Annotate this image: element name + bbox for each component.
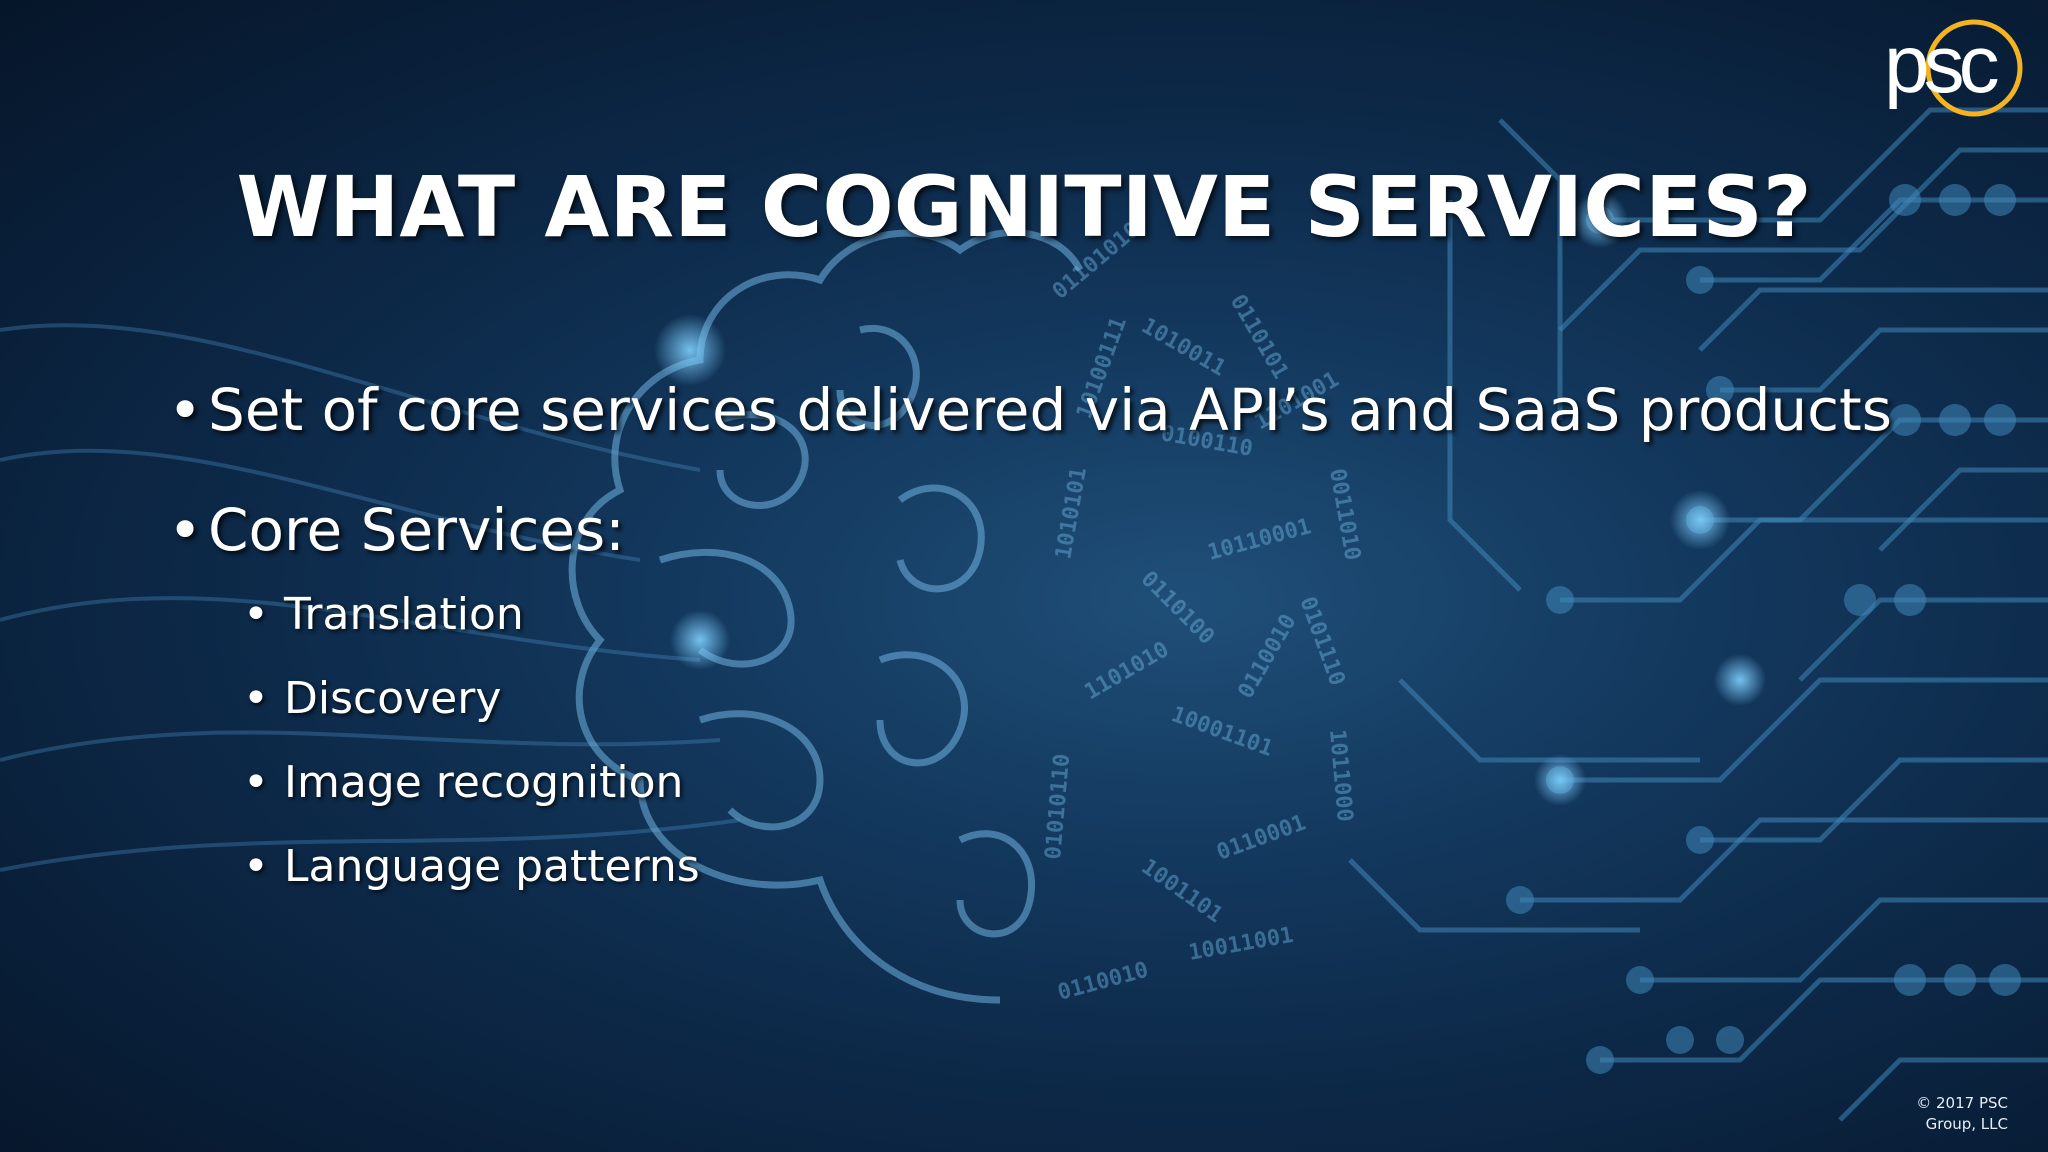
bullet-text: Set of core services delivered via API’s… (208, 376, 1893, 444)
sub-bullet-dot: • (243, 589, 269, 640)
sub-bullet-dot: • (243, 841, 269, 892)
copyright-line: Group, LLC (1925, 1115, 2008, 1133)
copyright-notice: © 2017 PSC Group, LLC (1888, 1093, 2008, 1135)
psc-logo: psc (1884, 19, 2023, 117)
logo-ring (1925, 19, 2023, 117)
bullet-list: • Set of core services delivered via API… (168, 375, 1968, 923)
sub-bullet-text: Language patterns (284, 841, 700, 892)
sub-bullet-item: • Discovery (168, 671, 1968, 727)
svg-text:10011001: 10011001 (1187, 923, 1296, 966)
brain-outline (568, 229, 1084, 1004)
sub-bullet-text: Translation (284, 589, 524, 640)
sub-bullet-item: • Language patterns (168, 839, 1968, 895)
sub-bullet-item: • Image recognition (168, 755, 1968, 811)
sub-bullet-dot: • (243, 757, 269, 808)
sub-bullet-text: Image recognition (284, 757, 684, 808)
svg-text:0110101: 0110101 (1225, 291, 1293, 384)
bullet-dot: • (168, 376, 203, 444)
svg-text:0110010: 0110010 (1055, 958, 1151, 1006)
flow-lines (0, 323, 741, 872)
slide-title: WHAT ARE COGNITIVE SERVICES? (236, 158, 1812, 256)
circuit-lines (1348, 107, 2048, 1122)
light-glows (654, 192, 1766, 806)
svg-text:1010011: 1010011 (1137, 314, 1230, 382)
bullet-dot: • (168, 496, 203, 564)
bullet-item: • Set of core services delivered via API… (168, 375, 1968, 445)
sub-bullet-text: Discovery (284, 673, 502, 724)
bullet-text: Core Services: (208, 496, 625, 564)
copyright-line: © 2017 PSC (1916, 1094, 2008, 1112)
sub-bullet-dot: • (243, 673, 269, 724)
bullet-item: • Core Services: (168, 495, 1968, 565)
sub-bullet-item: • Translation (168, 587, 1968, 643)
logo-text: psc (1884, 19, 1998, 110)
